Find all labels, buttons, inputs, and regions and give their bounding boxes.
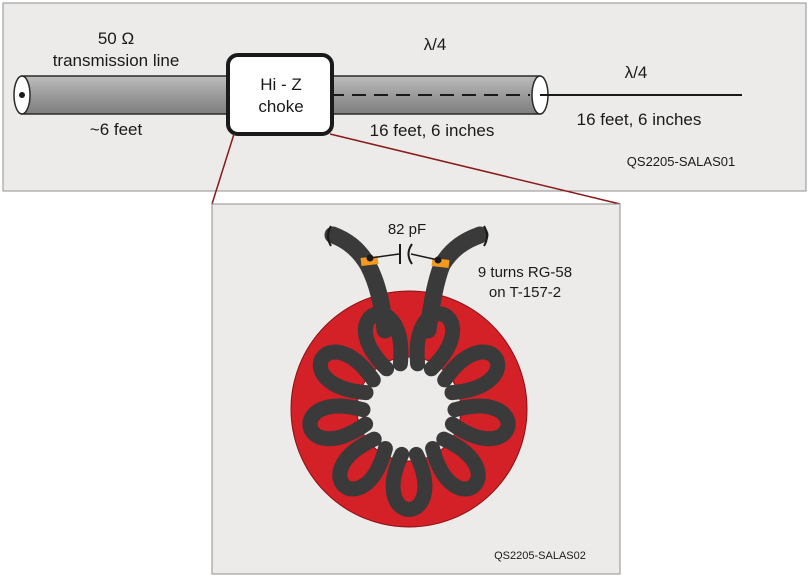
right-lead-end	[483, 225, 488, 247]
tx-line-label-line2: transmission line	[53, 51, 180, 70]
winding-turn	[444, 398, 516, 447]
winding-turn	[332, 431, 393, 497]
quarter-wave-coax-section	[321, 75, 549, 115]
toroid-outer-edge	[290, 290, 528, 528]
right-sleeve	[431, 258, 450, 268]
capacitor-label: 82 pF	[388, 221, 426, 238]
coax-windings	[302, 306, 516, 517]
tx-line-length: ~6 feet	[90, 120, 143, 139]
top-figure-id: QS2205-SALAS01	[627, 154, 735, 169]
detail-figure-id: QS2205-SALAS02	[494, 550, 586, 562]
transmission-line	[13, 75, 238, 115]
winding-turn	[312, 344, 381, 401]
coax-center-conductor	[19, 92, 25, 98]
wire-section-length: 16 feet, 6 inches	[577, 110, 702, 129]
choke-label-line2: choke	[258, 97, 303, 116]
capacitor	[366, 243, 442, 265]
capacitor-right-terminal	[434, 256, 442, 264]
leader-line-right	[329, 133, 621, 205]
coax-section-length: 16 feet, 6 inches	[370, 121, 495, 140]
winding-label-line2: on T-157-2	[489, 284, 561, 301]
choke-box	[226, 53, 334, 136]
tx-line-label-line1: 50 Ω	[98, 29, 134, 48]
leader-line-left	[211, 133, 235, 205]
choke-label-line1: Hi - Z	[260, 75, 302, 94]
capacitor-plate-curved	[407, 243, 413, 265]
left-lead-end	[327, 225, 332, 247]
capacitor-left-terminal	[366, 254, 374, 262]
winding-label-line1: 9 turns RG-58	[478, 264, 572, 281]
winding-turn	[302, 398, 374, 447]
winding-turn	[409, 306, 461, 377]
winding-turn	[425, 431, 486, 497]
winding-turn	[437, 344, 506, 401]
winding-turn	[385, 446, 433, 517]
coax-section-label: λ/4	[424, 35, 447, 54]
wire-section-label: λ/4	[625, 63, 648, 82]
